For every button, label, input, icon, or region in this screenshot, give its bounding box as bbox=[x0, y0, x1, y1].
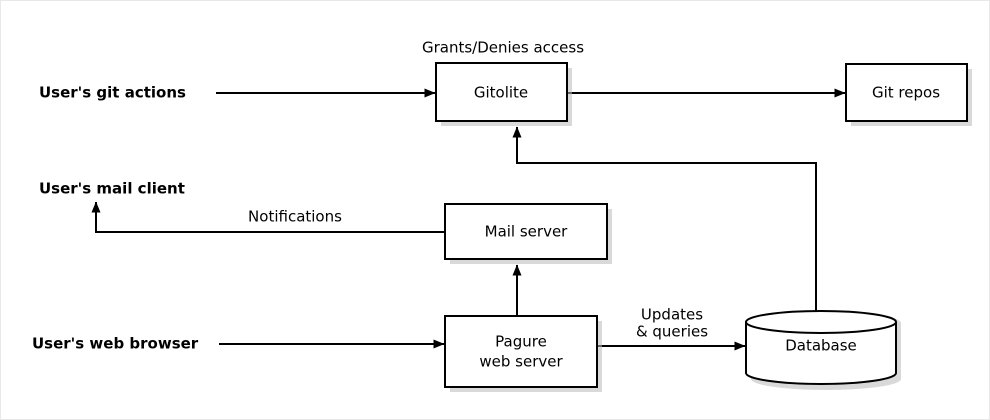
label-notifications: Notifications bbox=[248, 208, 342, 226]
node-git-repos[interactable]: Git repos bbox=[845, 63, 972, 126]
node-gitolite-label: Gitolite bbox=[474, 84, 528, 102]
edge-mail-server-to-mail-client bbox=[91, 201, 445, 233]
label-grants-denies-access: Grants/Denies access bbox=[422, 39, 584, 57]
node-database[interactable]: Database bbox=[745, 310, 901, 390]
node-mail-server-label: Mail server bbox=[485, 223, 569, 241]
node-pagure-web-server[interactable]: Pagure web server bbox=[444, 315, 602, 392]
label-users-web-browser: User's web browser bbox=[32, 335, 199, 353]
node-git-repos-label: Git repos bbox=[872, 84, 940, 102]
label-updates-queries-line2: & queries bbox=[636, 323, 708, 341]
node-gitolite[interactable]: Gitolite bbox=[435, 62, 572, 126]
node-database-label: Database bbox=[785, 337, 857, 355]
label-updates-queries-line1: Updates bbox=[641, 306, 703, 324]
label-users-git-actions: User's git actions bbox=[39, 84, 186, 102]
edge-database-to-gitolite bbox=[512, 126, 817, 311]
node-mail-server[interactable]: Mail server bbox=[444, 203, 612, 264]
node-pagure-web-server-label-line1: Pagure bbox=[495, 333, 547, 351]
node-pagure-web-server-label-line2: web server bbox=[479, 353, 563, 371]
label-users-mail-client: User's mail client bbox=[39, 180, 185, 198]
